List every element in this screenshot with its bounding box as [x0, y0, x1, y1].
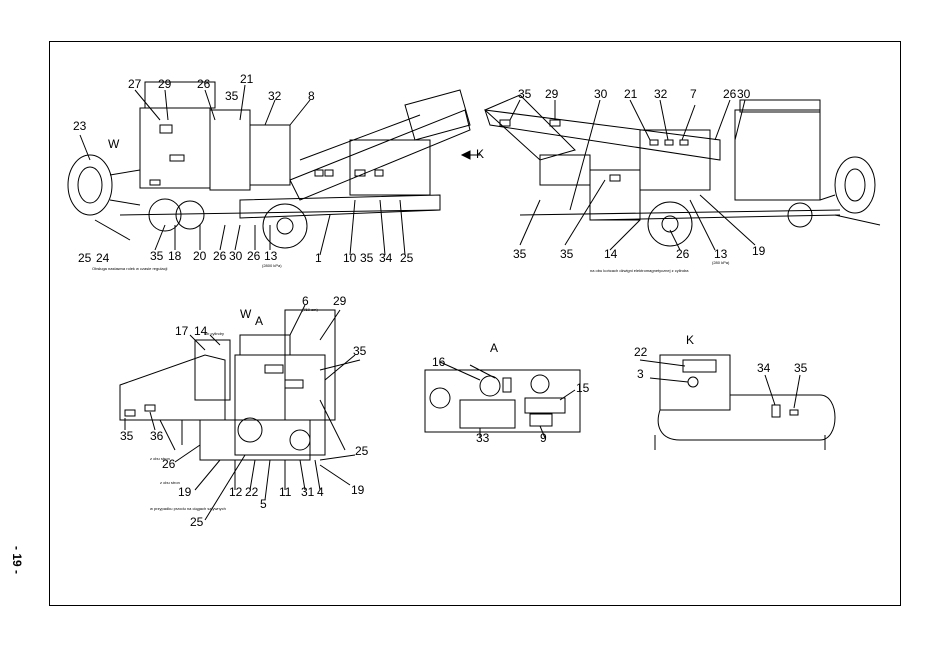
callout-25b-rear: 25 — [355, 444, 369, 458]
page-number: - 19 - — [10, 545, 24, 574]
detail-a-panel — [424, 369, 581, 433]
direction-marker-k: K — [476, 147, 484, 161]
callout-22-k: 22 — [634, 345, 648, 359]
callout-18: 18 — [168, 249, 182, 263]
conveyor — [289, 109, 471, 201]
detail-a — [424, 361, 581, 439]
callout-35c: 35 — [360, 251, 374, 265]
hopper-top — [144, 81, 216, 109]
callout-35-rear: 35 — [353, 344, 367, 358]
note-19-rear: w przypadku przodu na ciągach sztywnych — [150, 506, 226, 511]
callout-26: 26 — [197, 77, 211, 91]
note-14-r: na obu końcach dźwigni elektromagnetyczn… — [590, 268, 689, 273]
callout-26-rear: 26 — [162, 457, 176, 471]
rear-frame-left — [119, 354, 226, 421]
callout-25b: 25 — [400, 251, 414, 265]
callout-26-r: 26 — [723, 87, 737, 101]
callout-32: 32 — [268, 89, 282, 103]
note-24: Obsługa nastawna rolek w czasie regulacj… — [92, 266, 167, 271]
callout-21-r: 21 — [624, 87, 638, 101]
callout-5: 5 — [260, 497, 267, 511]
wheel-left-main — [262, 203, 308, 249]
callout-20: 20 — [193, 249, 207, 263]
callout-26c-r: 26 — [676, 247, 690, 261]
wheel-right-main — [647, 201, 693, 247]
hopper-body — [139, 107, 211, 189]
callout-26b: 26 — [213, 249, 227, 263]
drawing-frame — [49, 41, 901, 606]
callout-31: 31 — [301, 485, 315, 499]
callout-1: 1 — [315, 251, 322, 265]
callout-10: 10 — [343, 251, 357, 265]
hopper-body-right — [734, 109, 821, 201]
callout-35-r: 35 — [518, 87, 532, 101]
callout-labels: 27 29 26 35 21 32 8 23 W K 25 24 35 18 2… — [73, 72, 808, 529]
callout-33: 33 — [476, 431, 490, 445]
right-side-view — [484, 94, 881, 251]
callout-3: 3 — [637, 367, 644, 381]
rear-view — [119, 304, 361, 521]
callout-19b-rear: 19 — [351, 483, 365, 497]
callout-25-rear: 25 — [190, 515, 204, 529]
callout-22-rear: 22 — [245, 485, 259, 499]
callout-35b-rear: 35 — [120, 429, 134, 443]
callout-19-rear: 19 — [178, 485, 192, 499]
callout-35: 35 — [225, 89, 239, 103]
callout-34-k: 34 — [757, 361, 771, 375]
callout-25: 25 — [78, 251, 92, 265]
detail-k — [639, 354, 836, 450]
callout-29-r: 29 — [545, 87, 559, 101]
rear-main-body — [234, 354, 326, 456]
callout-27: 27 — [128, 77, 142, 91]
callout-35b: 35 — [150, 249, 164, 263]
detail-k-box — [659, 354, 731, 411]
callout-35-k: 35 — [794, 361, 808, 375]
detail-marker-a: A — [255, 314, 263, 328]
conveyor-right — [484, 109, 721, 161]
callout-8: 8 — [308, 89, 315, 103]
callout-11: 11 — [279, 485, 292, 499]
callout-15: 15 — [576, 381, 590, 395]
callout-36: 36 — [150, 429, 164, 443]
callout-12: 12 — [229, 485, 243, 499]
detail-k-title: K — [686, 333, 694, 347]
callout-13: 13 — [264, 249, 278, 263]
callout-29: 29 — [158, 77, 172, 91]
callout-19-r: 19 — [752, 244, 766, 258]
callout-35c-r: 35 — [560, 247, 574, 261]
callout-34: 34 — [379, 251, 393, 265]
callout-13-r: 13 — [714, 247, 728, 261]
callout-24: 24 — [96, 251, 110, 265]
detail-a-title: A — [490, 341, 498, 355]
callout-16: 16 — [432, 355, 446, 369]
note-13-r: (280 kPa) — [712, 260, 730, 265]
callout-29-rear: 29 — [333, 294, 347, 308]
callout-14-r: 14 — [604, 247, 618, 261]
note-13-left: (2800 kPa) — [262, 263, 282, 268]
callout-30-r: 30 — [594, 87, 608, 101]
callout-14: 14 — [194, 324, 208, 338]
callout-30b-r: 30 — [737, 87, 751, 101]
callout-26c: 26 — [247, 249, 261, 263]
rear-drum — [834, 156, 876, 214]
callout-7-r: 7 — [690, 87, 697, 101]
callout-23: 23 — [73, 119, 87, 133]
callout-6: 6 — [302, 294, 309, 308]
note-36: z obu stron — [150, 456, 170, 461]
left-side-view — [67, 81, 480, 256]
callout-32-r: 32 — [654, 87, 668, 101]
callout-17: 17 — [175, 324, 189, 338]
view-marker-w-rear: W — [240, 307, 252, 321]
view-marker-w: W — [108, 137, 120, 151]
note-26-rear: z obu stron — [160, 480, 180, 485]
front-drum — [67, 154, 113, 216]
callout-4: 4 — [317, 485, 324, 499]
callout-35b-r: 35 — [513, 247, 527, 261]
callout-30: 30 — [229, 249, 243, 263]
callout-21: 21 — [240, 72, 254, 86]
callout-9: 9 — [540, 431, 547, 445]
note-6: (760 cm) — [302, 307, 318, 312]
note-14-rear: lub cylindry — [204, 331, 224, 336]
